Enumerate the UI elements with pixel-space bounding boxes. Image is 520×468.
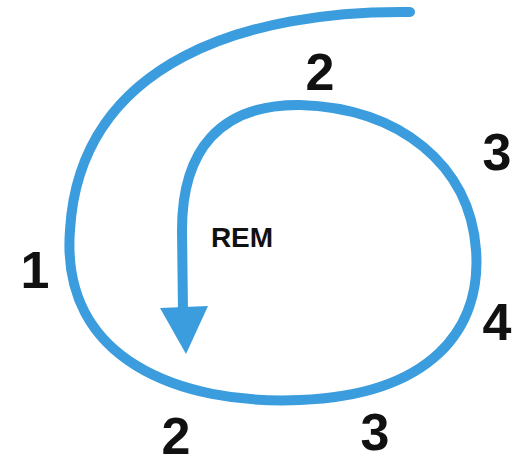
stage-number: 3 [483, 126, 512, 178]
stage-number: 1 [21, 244, 50, 296]
stage-number: 3 [361, 406, 390, 458]
stage-number: 2 [162, 410, 191, 462]
spiral-arrow [69, 12, 476, 400]
stage-label: REM [211, 224, 273, 252]
stage-number: 4 [483, 296, 512, 348]
arrow-head [160, 306, 208, 354]
stage-number: 2 [306, 46, 335, 98]
